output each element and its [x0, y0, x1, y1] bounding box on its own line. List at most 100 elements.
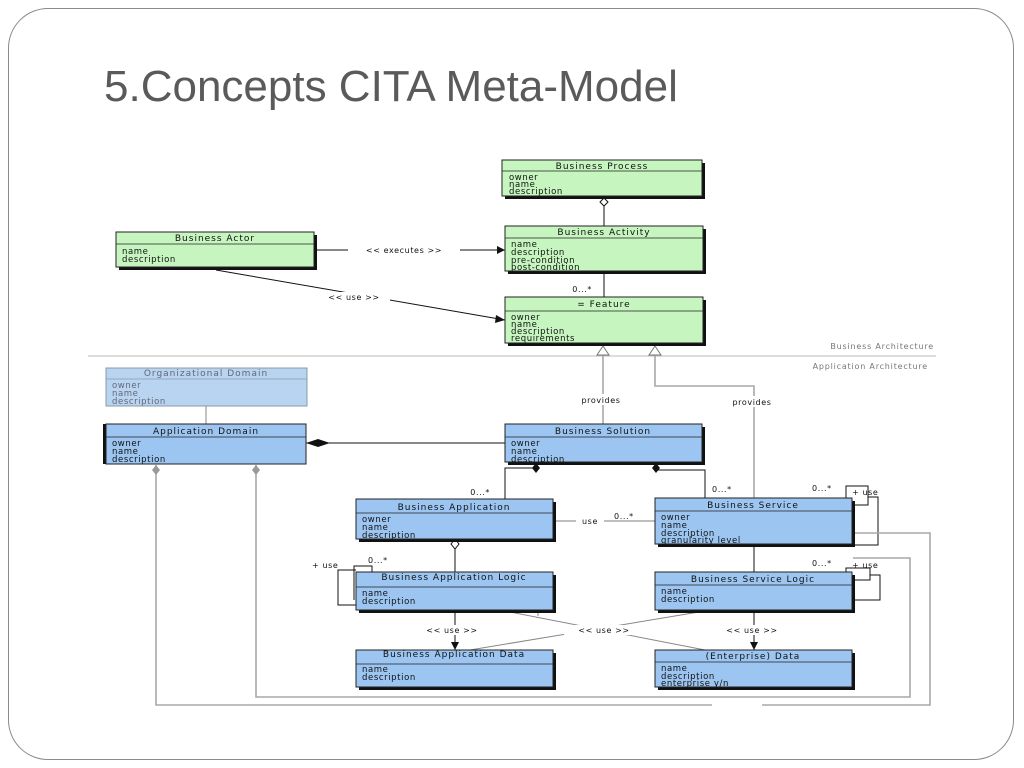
attr: description	[511, 248, 565, 258]
attr: description	[511, 327, 565, 337]
attr: name	[511, 240, 538, 250]
edge-label-use-service-self: + use	[852, 488, 878, 497]
attr: description	[661, 529, 715, 539]
edge-solution-service	[655, 463, 706, 498]
attr: name	[511, 320, 538, 330]
box-title: Business Activity	[557, 228, 650, 238]
box-title: Business Application	[398, 503, 511, 513]
box-title: Business Service Logic	[691, 575, 815, 585]
business-layer-label: Business Architecture	[830, 342, 934, 351]
edge-label-use-logic-left: + use	[312, 561, 338, 570]
box-title: (Enterprise) Data	[706, 652, 801, 662]
slide-title: 5.Concepts CITA Meta-Model	[104, 62, 678, 111]
edge-label-use-app-service: use	[582, 517, 598, 526]
edge-service-self-2	[853, 496, 879, 546]
attr: name	[661, 664, 688, 674]
aggregation-diamond	[252, 465, 260, 475]
box-title: Application Domain	[153, 427, 259, 437]
box-business-application-data: Business Application Data name descripti…	[355, 649, 556, 690]
box-business-actor: Business Actor name description	[115, 231, 317, 270]
attr: granularity level	[661, 536, 741, 546]
attr: description	[112, 397, 166, 407]
arrowhead	[495, 315, 505, 323]
box-feature: = Feature owner name description require…	[504, 296, 706, 346]
attr: owner	[362, 515, 391, 525]
box-title: Business Actor	[175, 234, 255, 244]
edge-service-feature	[654, 355, 755, 498]
attr: owner	[661, 513, 690, 523]
attr: description	[661, 595, 715, 605]
inheritance-arrow	[596, 345, 610, 356]
attr: name	[661, 587, 688, 597]
box-organizational-domain: Organizational Domain owner name descrip…	[105, 367, 308, 407]
attr: name	[509, 180, 536, 190]
attr: owner	[511, 313, 540, 323]
edge-label-use-data-left: << use >>	[426, 626, 477, 635]
box-enterprise-data: (Enterprise) Data name description enter…	[654, 649, 855, 690]
box-application-domain: Application Domain owner name descriptio…	[103, 423, 307, 465]
attr: name	[362, 665, 389, 675]
edge-label-mult-activity: 0...*	[572, 285, 592, 294]
edge-applogic-self-2	[337, 569, 356, 606]
arrowhead	[451, 642, 459, 650]
attr: name	[362, 589, 389, 599]
arrowhead	[497, 246, 505, 254]
attr: owner	[112, 439, 141, 449]
attr: name	[122, 247, 149, 257]
attr: name	[112, 447, 139, 457]
attr: description	[661, 672, 715, 682]
edge-servicelogic-self	[845, 567, 871, 581]
composition-diamond	[652, 463, 660, 473]
edge-label-use-data-mid: << use >>	[578, 626, 629, 635]
attr: name	[362, 523, 389, 533]
attr: description	[112, 455, 166, 465]
aggregation-diamond	[599, 197, 609, 207]
attr: description	[122, 255, 176, 265]
attr: enterprise y/n	[661, 679, 729, 689]
edge-label-use-actor: << use >>	[328, 293, 379, 302]
box-title: Business Solution	[555, 427, 651, 437]
application-layer-label: Application Architecture	[813, 362, 928, 371]
attr: owner	[509, 173, 538, 183]
edge-label-mult-service-self: 0...*	[812, 484, 832, 493]
box-title: = Feature	[577, 300, 630, 310]
box-business-application: Business Application owner name descript…	[355, 498, 556, 542]
box-business-service-logic: Business Service Logic name description	[654, 571, 855, 613]
box-business-service: Business Service owner name description …	[654, 497, 855, 547]
edge-label-use-data-right: << use >>	[726, 626, 777, 635]
box-business-activity: Business Activity name description pre-c…	[504, 225, 706, 274]
edge-service-self	[845, 485, 869, 506]
edge-label-mult-app: 0...*	[470, 488, 490, 497]
box-business-application-logic: Business Application Logic name descript…	[355, 571, 556, 613]
inheritance-arrow	[648, 345, 662, 356]
box-title: Business Application Logic	[381, 573, 526, 583]
attr: owner	[112, 381, 141, 391]
attr: description	[362, 597, 416, 607]
attr: description	[509, 187, 563, 197]
attr: requirements	[511, 334, 575, 344]
attr: name	[511, 447, 538, 457]
box-title: Business Application Data	[383, 650, 525, 660]
edge-label-mult-app-service: 0...*	[614, 512, 634, 521]
edge-label-provides-left: provides	[581, 396, 620, 405]
edge-label-mult-logic-right: 0...*	[812, 559, 832, 568]
attr: description	[362, 531, 416, 541]
attr: owner	[511, 439, 540, 449]
attr: description	[511, 455, 565, 465]
edge-domain-service-owner	[155, 465, 931, 706]
attr: name	[112, 389, 139, 399]
attr: name	[661, 521, 688, 531]
edge-label-use-logic-right: + use	[852, 561, 878, 570]
attr: post-condition	[511, 263, 580, 273]
edge-label-mult-logic-left: 0...*	[368, 556, 388, 565]
aggregation-diamond	[152, 465, 160, 475]
edge-servicelogic-self-2	[853, 574, 881, 601]
box-business-process: Business Process owner name description	[501, 159, 705, 199]
attr: pre-condition	[511, 256, 575, 266]
edge-label-executes: << executes >>	[366, 246, 442, 255]
composition-diamond	[532, 463, 540, 473]
edge-label-mult-service: 0...*	[712, 485, 732, 494]
edge-domain-app-owner	[255, 465, 911, 698]
box-title: Business Process	[556, 162, 649, 172]
edge-solution-application	[504, 463, 537, 499]
